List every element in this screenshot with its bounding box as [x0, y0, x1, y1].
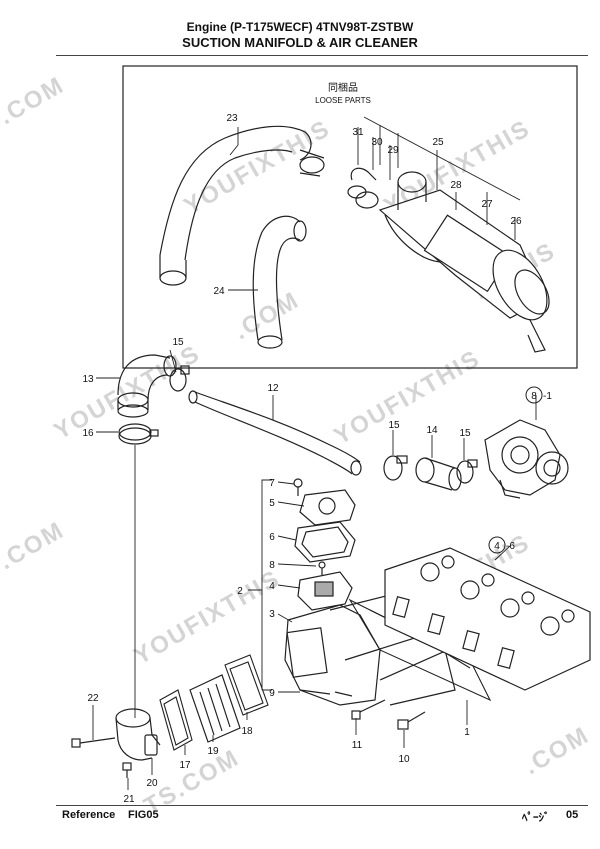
callout-4: 4 — [269, 581, 275, 592]
part-19-heater — [189, 674, 241, 743]
callout-29: 29 — [387, 145, 399, 156]
watermark: .COM — [520, 721, 595, 780]
part-20-elbow — [115, 708, 161, 761]
part-5-cover — [299, 489, 356, 526]
callout-30: 30 — [371, 137, 383, 148]
callout-3: 3 — [269, 609, 275, 620]
part-8-screw — [318, 561, 326, 575]
header-section-title: SUCTION MANIFOLD & AIR CLEANER — [182, 35, 418, 50]
reference-turbo-sub: -1 — [543, 391, 552, 402]
callout-28: 28 — [450, 180, 462, 191]
callout-1: 1 — [464, 727, 470, 738]
part-16-clamp — [118, 423, 159, 445]
part-21-bolt — [122, 762, 132, 778]
reference-head-sub: -6 — [506, 541, 515, 552]
callout-21: 21 — [123, 794, 135, 805]
watermark: .COM — [0, 71, 69, 130]
air-cleaner-assembly — [347, 167, 550, 353]
footer-reference-label: Reference — [62, 809, 116, 821]
part-17-gasket — [159, 689, 193, 751]
callout-23: 23 — [226, 113, 238, 124]
callout-20: 20 — [146, 778, 158, 789]
cylinder-head — [384, 547, 591, 691]
callout-18: 18 — [241, 726, 253, 737]
callout-14: 14 — [426, 425, 438, 436]
callout-11: 11 — [352, 740, 363, 751]
part-24-hose — [252, 215, 307, 349]
part-4-valve — [297, 571, 353, 611]
callout-27: 27 — [481, 199, 493, 210]
reference-turbo-number: 8 — [531, 391, 537, 402]
header-engine-model: Engine (P-T175WECF) 4TNV98T-ZSTBW — [186, 20, 414, 34]
loose-parts-frame — [122, 65, 578, 369]
callout-22: 22 — [87, 693, 99, 704]
part-23-hose — [159, 125, 325, 286]
footer-page-number: 05 — [566, 809, 579, 821]
part-10-bolt — [397, 711, 426, 730]
callout-10: 10 — [398, 754, 410, 765]
callout-26: 26 — [510, 216, 522, 227]
part-7-bolt — [293, 478, 303, 496]
watermark: YOUFIXTHIS — [180, 115, 336, 220]
callout-12: 12 — [267, 383, 279, 394]
callout-31: 31 — [352, 127, 364, 138]
part-15-clamp-left — [383, 455, 408, 481]
part-15-clamp-upper — [169, 365, 190, 392]
loose-parts-label-jp: 同梱品 — [328, 81, 358, 94]
reference-head-number: 4 — [494, 541, 500, 552]
part-14-hose — [415, 457, 462, 491]
callout-6: 6 — [269, 532, 275, 543]
callout-numbers: 23 24 31 30 29 25 28 27 26 15 13 16 12 1… — [82, 113, 522, 805]
header-rule — [56, 55, 588, 56]
callout-19: 19 — [207, 746, 219, 757]
footer-figure-number: FIG05 — [128, 809, 159, 821]
reference-head: 4 -6 — [488, 536, 515, 554]
part-9-stud — [299, 689, 353, 697]
part-18-gasket — [224, 654, 269, 716]
part-13-elbow — [117, 354, 177, 418]
part-15-clamp-right — [456, 459, 478, 484]
callout-2: 2 — [237, 586, 243, 597]
callout-7: 7 — [269, 478, 275, 489]
callout-17: 17 — [179, 760, 191, 771]
callout-15-right: 15 — [459, 428, 471, 439]
callout-9: 9 — [269, 688, 275, 699]
loose-parts-label: LOOSE PARTS — [315, 96, 371, 105]
footer-rule — [56, 805, 588, 806]
callout-24: 24 — [213, 286, 225, 297]
callout-16: 16 — [82, 428, 94, 439]
callout-8: 8 — [269, 560, 275, 571]
part-12-hose — [188, 390, 362, 476]
leader-lines — [92, 116, 537, 790]
reference-turbo: 8 -1 — [525, 386, 552, 404]
callout-25: 25 — [432, 137, 444, 148]
callout-15-left: 15 — [388, 420, 400, 431]
footer-page-label: ﾍﾟｰｼﾞ — [522, 812, 550, 824]
part-22-bolt — [71, 737, 116, 748]
callout-5: 5 — [269, 498, 275, 509]
callout-13: 13 — [82, 374, 94, 385]
watermark: .COM — [0, 516, 69, 575]
callout-15-upper: 15 — [172, 337, 184, 348]
part-6-gasket — [294, 521, 356, 563]
turbocharger — [484, 419, 569, 499]
